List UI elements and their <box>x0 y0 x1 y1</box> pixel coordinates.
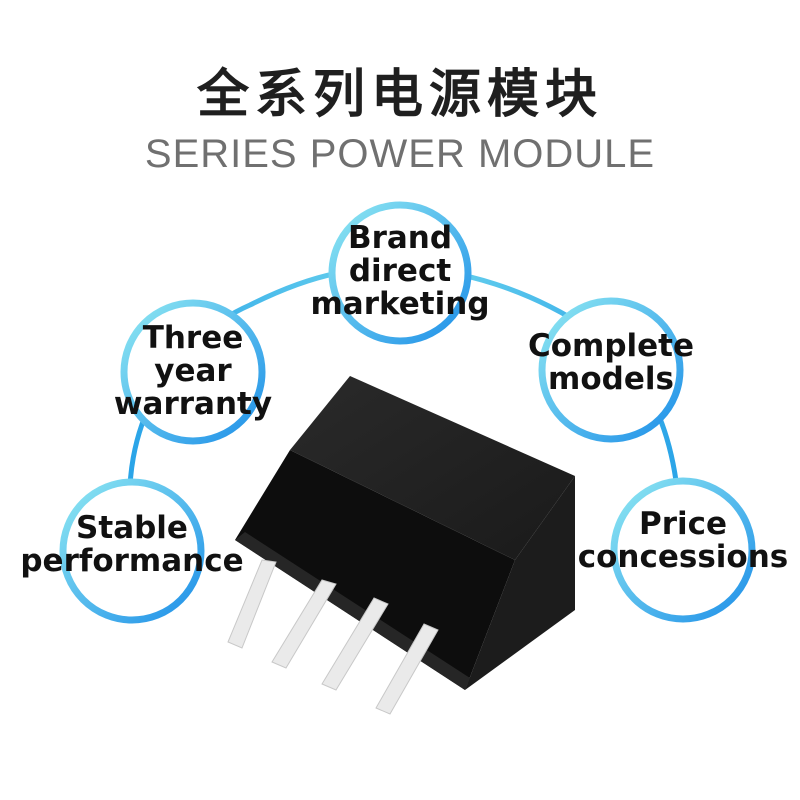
feature-label-warranty: Three year warranty <box>113 320 273 422</box>
feature-circle-stable <box>59 478 205 624</box>
feature-label-price: Price concessions <box>577 506 789 575</box>
feature-label-models: Complete models <box>527 328 695 397</box>
feature-circle-brand <box>328 201 472 345</box>
page-title: 全系列电源模块 <box>196 65 603 125</box>
feature-label-stable: Stable performance <box>20 510 244 579</box>
feature-circle-models <box>538 297 684 443</box>
feature-label-brand: Brand direct marketing <box>310 220 490 322</box>
feature-circle-price <box>610 477 756 623</box>
feature-circle-warranty <box>120 299 266 445</box>
page-subtitle: SERIES POWER MODULE <box>144 132 656 176</box>
power-module-sip4-icon <box>227 376 575 715</box>
